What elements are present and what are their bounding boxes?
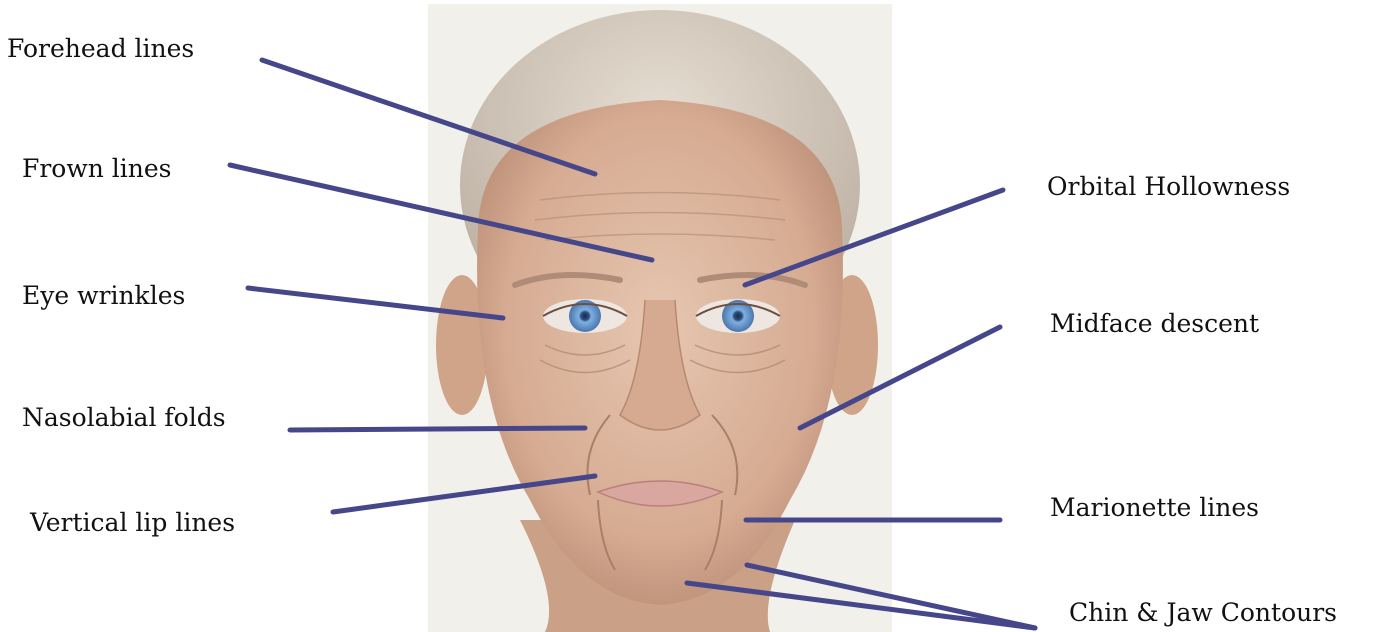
label-midface-descent: Midface descent: [1050, 311, 1259, 336]
leader-nasolabial: [290, 428, 585, 430]
label-orbital-hollowness: Orbital Hollowness: [1047, 174, 1290, 199]
label-eye-wrinkles: Eye wrinkles: [22, 283, 185, 308]
label-marionette-lines: Marionette lines: [1050, 495, 1259, 520]
label-forehead-lines: Forehead lines: [7, 36, 194, 61]
label-vertical-lip-lines: Vertical lip lines: [30, 510, 235, 535]
label-chin-jaw-contours: Chin & Jaw Contours: [1069, 600, 1337, 625]
label-nasolabial-folds: Nasolabial folds: [22, 405, 226, 430]
label-frown-lines: Frown lines: [22, 156, 172, 181]
